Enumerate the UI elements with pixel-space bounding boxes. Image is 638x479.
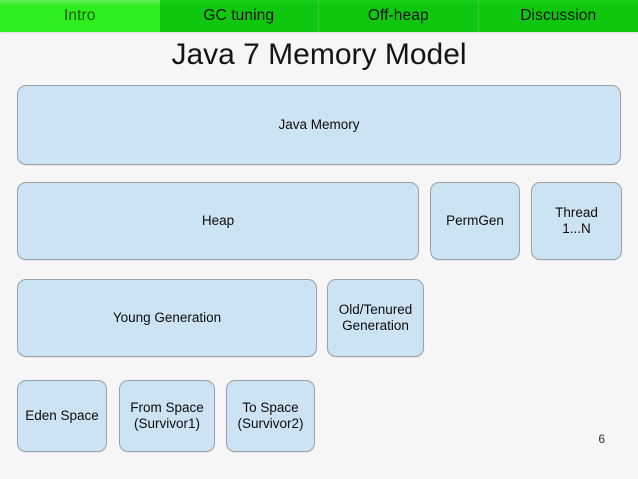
diagram-box-to-space: To Space (Survivor2) — [226, 380, 315, 452]
diagram-box-permgen: PermGen — [430, 182, 520, 260]
nav-tab-label: Discussion — [520, 7, 597, 24]
nav-tab-discussion[interactable]: Discussion — [479, 0, 638, 32]
diagram-box-eden-space: Eden Space — [17, 380, 107, 452]
nav-tab-intro[interactable]: Intro — [0, 0, 160, 32]
page-title: Java 7 Memory Model — [171, 38, 467, 71]
diagram-box-label: Young Generation — [112, 310, 222, 325]
diagram-box-label-line1: Old/Tenured — [338, 302, 413, 317]
diagram-box-from-space: From Space (Survivor1) — [119, 380, 215, 452]
diagram-box-label: From Space (Survivor1) — [130, 400, 204, 432]
diagram-box-label-line2: (Survivor2) — [237, 416, 304, 431]
diagram-box-label: Java Memory — [278, 117, 360, 132]
nav-tab-label: Intro — [63, 7, 96, 24]
diagram-box-label-line2: Generation — [342, 318, 409, 333]
slide-navigation-bar: Intro GC tuning Off-heap Discussion — [0, 0, 638, 32]
diagram-box-heap: Heap — [17, 182, 419, 260]
diagram-box-label-line2: (Survivor1) — [133, 416, 200, 431]
diagram-box-label: Thread 1...N — [555, 205, 598, 237]
diagram-box-label-line1: To Space — [242, 400, 299, 415]
diagram-box-label: Heap — [201, 213, 235, 228]
diagram-box-label-line1: From Space — [130, 400, 204, 415]
nav-tab-gc-tuning[interactable]: GC tuning — [160, 0, 319, 32]
slide-page-number: 6 — [598, 432, 605, 446]
diagram-box-label-line1: Thread — [555, 205, 598, 220]
diagram-box-label-line2: 1...N — [562, 221, 591, 236]
diagram-box-label: PermGen — [446, 213, 504, 228]
diagram-box-label: Eden Space — [25, 408, 99, 423]
diagram-box-old-generation: Old/Tenured Generation — [327, 279, 424, 357]
diagram-box-java-memory: Java Memory — [17, 85, 621, 165]
nav-tab-label: Off-heap — [367, 7, 429, 24]
diagram-box-thread: Thread 1...N — [531, 182, 622, 260]
nav-tab-off-heap[interactable]: Off-heap — [319, 0, 479, 32]
diagram-box-label: Old/Tenured Generation — [339, 302, 413, 334]
diagram-box-young-generation: Young Generation — [17, 279, 317, 357]
diagram-box-label: To Space (Survivor2) — [237, 400, 303, 432]
nav-tab-label: GC tuning — [203, 7, 275, 24]
